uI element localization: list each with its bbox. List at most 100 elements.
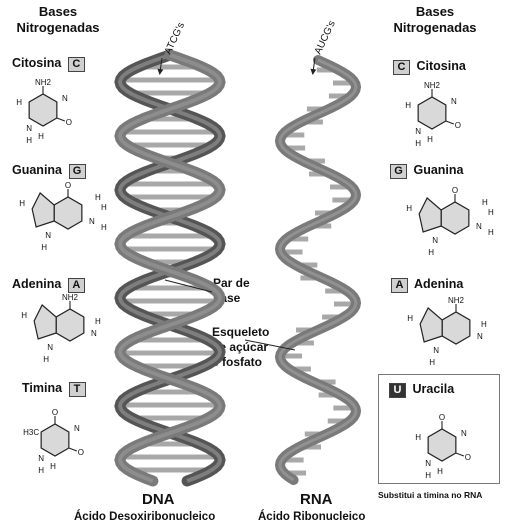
rna-subtitle: Ácido Ribonucleico — [258, 511, 366, 523]
base-letter-box: G — [390, 164, 407, 179]
ring — [40, 423, 70, 457]
ring — [427, 428, 457, 462]
atom-label: NH2 — [35, 78, 52, 87]
atom-label: N — [89, 217, 95, 226]
base-letter-box: T — [68, 382, 86, 397]
left-base-label-cytosine: Citosina C — [12, 56, 88, 72]
rna-strand — [274, 55, 362, 485]
atom-label: N — [91, 329, 97, 338]
callout-backbone-line — [244, 339, 296, 351]
atom-label: NH2 — [448, 296, 465, 305]
atom-label: H — [16, 98, 22, 107]
right-base-label-cytosine: C Citosina — [390, 59, 466, 75]
atom-label: H — [43, 355, 49, 364]
atom-label: N — [74, 424, 80, 433]
atom-label: H — [488, 208, 494, 217]
atom-label: N — [425, 459, 431, 468]
dna-tag-text: ATCG's — [163, 21, 187, 56]
base-letter-box: G — [68, 164, 86, 179]
atom-label: H — [482, 198, 488, 207]
atom-label: H — [406, 204, 412, 213]
atom-label: H — [38, 466, 44, 475]
atom-label: H — [427, 135, 433, 144]
atom-label: H — [437, 467, 443, 476]
base-name: Adenina — [414, 277, 464, 291]
atom-label: H — [101, 203, 107, 212]
callout-base-pair-line — [164, 279, 213, 293]
right-base-label-guanine: G Guanina — [387, 163, 464, 179]
base-name: Citosina — [12, 56, 62, 70]
uracil-frame — [378, 374, 500, 484]
dna-tag-arrow — [157, 57, 164, 75]
base-letter-box: C — [393, 60, 410, 75]
ring — [33, 304, 57, 340]
base-letter-box: C — [67, 57, 85, 72]
ring — [55, 308, 85, 342]
atom-label: H — [415, 433, 421, 442]
base-name: Timina — [22, 381, 63, 395]
ring — [28, 93, 58, 127]
bond — [455, 452, 465, 457]
right-base-label-uracil: U Uracila — [386, 382, 454, 398]
base-name: Guanina — [413, 163, 464, 177]
base-letter-box: A — [391, 278, 408, 293]
base-letter-box: U — [389, 383, 406, 398]
ring — [441, 311, 471, 345]
atom-label: O — [66, 118, 72, 127]
atom-label: O — [52, 408, 58, 417]
atom-label: H — [429, 358, 435, 367]
dna-backbone-strand-2-highlight — [117, 53, 223, 483]
atom-label: N — [476, 222, 482, 231]
rna-tag-arrow — [310, 57, 317, 75]
left-header: Bases Nitrogenadas — [16, 4, 100, 35]
atom-label: H — [407, 314, 413, 323]
left-base-label-thymine: Timina T — [22, 381, 89, 397]
atom-label: NH2 — [62, 293, 79, 302]
rna-title: RNA — [300, 491, 333, 508]
atom-label: H — [95, 193, 101, 202]
atom-label: N — [433, 346, 439, 355]
base-name: Uracila — [412, 382, 455, 396]
atom-label: O — [439, 413, 445, 422]
atom-label: O — [65, 181, 71, 190]
atom-label: N — [62, 94, 68, 103]
atom-label: H — [481, 320, 487, 329]
atom-label: N — [26, 124, 32, 133]
atom-label: N — [477, 332, 483, 341]
atom-label: H3C — [23, 428, 39, 437]
right-base-label-adenine: A Adenina — [388, 277, 463, 293]
atom-label: N — [432, 236, 438, 245]
atom-label: H — [425, 471, 431, 480]
atom-label: H — [405, 101, 411, 110]
bond — [68, 447, 78, 452]
atom-label: H — [26, 136, 32, 145]
uracil-note: Substitui a timina no RNA — [378, 490, 483, 500]
dna-backbone-strand-1-highlight — [117, 53, 223, 483]
atom-label: O — [465, 453, 471, 462]
atom-label: N — [47, 343, 53, 352]
atom-label: H — [19, 199, 25, 208]
atom-label: O — [452, 186, 458, 195]
dna-subtitle: Ácido Desoxiribonucleico — [74, 511, 216, 523]
atom-label: N — [451, 97, 457, 106]
atom-label: N — [45, 231, 51, 240]
atom-label: O — [78, 448, 84, 457]
left-base-label-guanine: Guanina G — [12, 163, 89, 179]
rna-backbone-highlight — [278, 58, 358, 482]
dna-helix — [114, 49, 226, 487]
atom-label: N — [415, 127, 421, 136]
dna-title: DNA — [142, 491, 175, 508]
base-name: Guanina — [12, 163, 63, 177]
ring — [418, 197, 442, 233]
base-name: Citosina — [416, 59, 466, 73]
atom-label: H — [38, 132, 44, 141]
atom-label: H — [50, 462, 56, 471]
